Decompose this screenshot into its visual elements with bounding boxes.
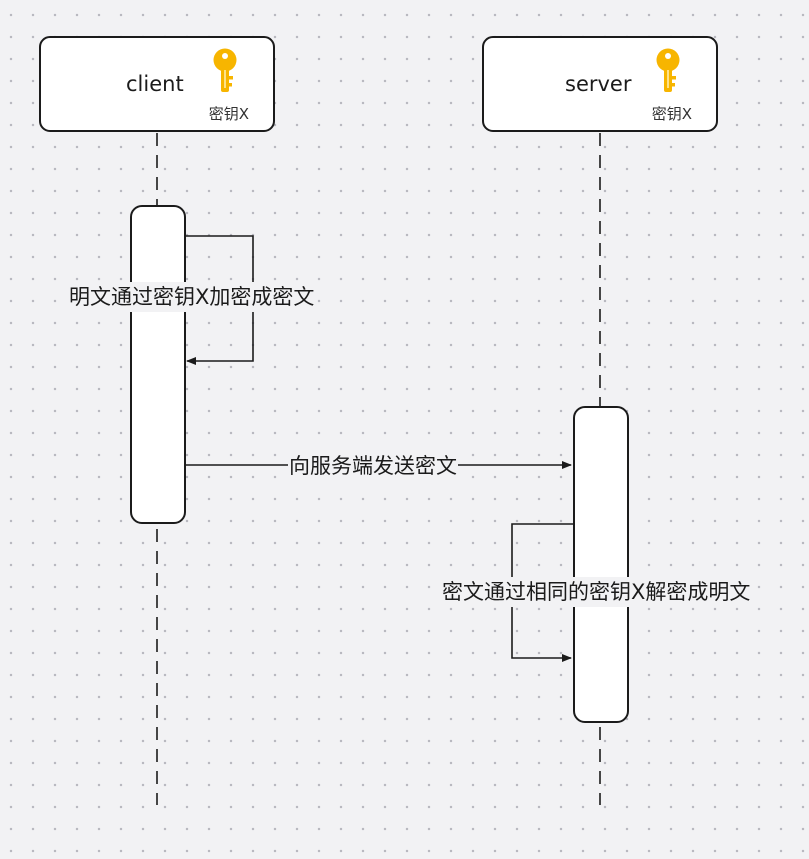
key-icon [656, 48, 680, 92]
client-key-label: 密钥X [208, 105, 249, 123]
client-participant-box[interactable]: client 密钥X [39, 36, 275, 132]
server-decrypt-label: 密文通过相同的密钥X解密成明文 [441, 577, 752, 607]
server-name: server [565, 72, 632, 96]
server-participant-box[interactable]: server 密钥X [482, 36, 718, 132]
send-message-label: 向服务端发送密文 [288, 451, 458, 481]
client-name: client [126, 72, 184, 96]
key-icon [213, 48, 237, 92]
server-key-label: 密钥X [651, 105, 692, 123]
server-activation-bar[interactable] [573, 406, 629, 723]
client-activation-bar[interactable] [130, 205, 186, 524]
client-encrypt-label: 明文通过密钥X加密成密文 [68, 282, 316, 312]
